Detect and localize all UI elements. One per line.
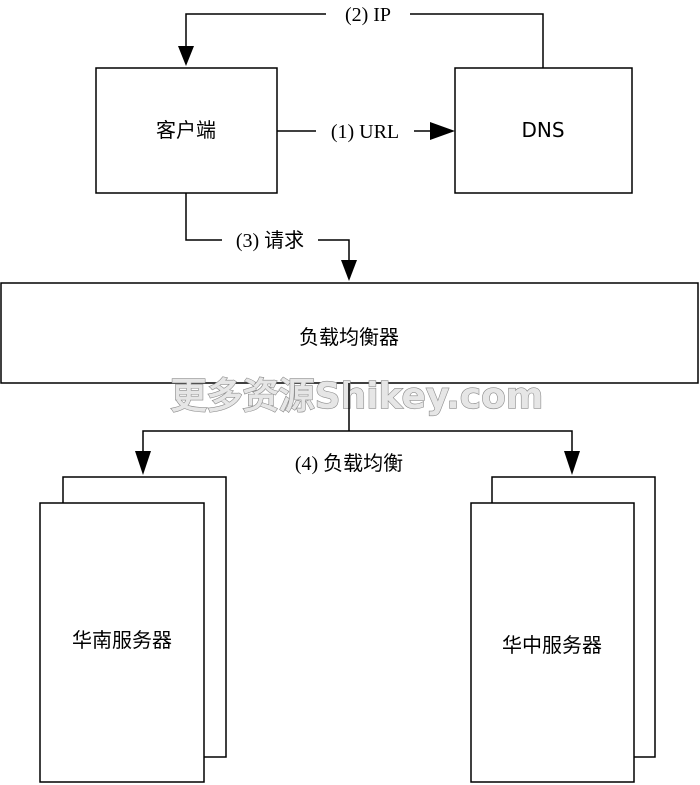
- balance-arrowhead-right: [564, 451, 580, 475]
- server-central-label: 华中服务器: [502, 633, 602, 657]
- dns-label: DNS: [521, 118, 564, 142]
- url-label: (1) URL: [331, 121, 399, 143]
- ip-label: (2) IP: [345, 4, 391, 26]
- ip-label-background: [326, 2, 410, 26]
- request-label-background: [222, 228, 318, 252]
- watermark: 更多资源Shikey.com: [171, 376, 544, 417]
- ip-arrowhead: [178, 46, 194, 66]
- request-label: (3) 请求: [236, 229, 304, 252]
- request-arrowhead: [341, 260, 357, 281]
- load-balancer-label: 负载均衡器: [299, 325, 399, 349]
- url-arrowhead: [430, 122, 455, 140]
- client-node: [95, 67, 278, 194]
- client-label: 客户端: [156, 118, 216, 142]
- balance-split-line: [142, 430, 573, 453]
- balance-arrowhead-left: [135, 451, 151, 475]
- balance-label: (4) 负载均衡: [295, 452, 403, 475]
- server-central-node: [470, 502, 635, 783]
- server-south-label: 华南服务器: [72, 628, 172, 652]
- dns-node: [454, 67, 633, 194]
- server-south-node: [39, 502, 205, 783]
- load-balancer-node: [0, 282, 699, 384]
- url-label-background: [316, 119, 414, 143]
